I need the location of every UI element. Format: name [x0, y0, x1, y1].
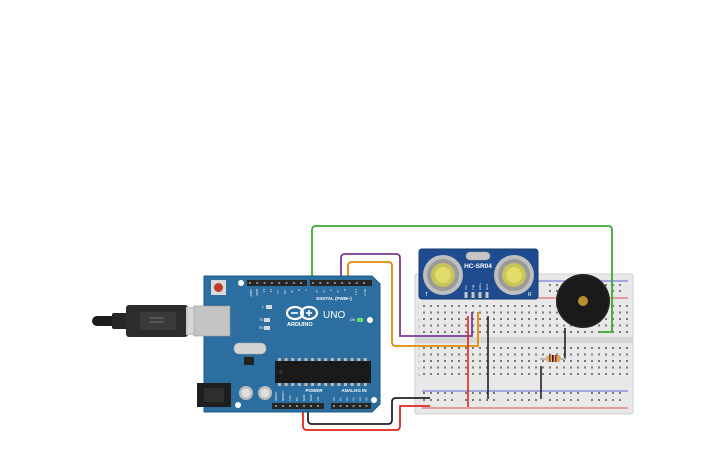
sensor-model-label: HC-SR04 [464, 263, 492, 270]
arduino-uno-board[interactable]: TX RX L ON ARDUINO UNO DIGITAL (PWM~) PO… [193, 275, 381, 413]
power-pin-label: Vin [316, 396, 320, 401]
rx-label: RX [259, 326, 265, 330]
l-led-label: L [262, 305, 264, 309]
wire-black-ground[interactable] [307, 397, 430, 425]
digital-pin-label: 13 [262, 289, 266, 293]
sensor-pin-label: Trig [471, 285, 475, 290]
transmitter-icon [423, 255, 463, 295]
digital-pin-label: TX 1 [354, 289, 358, 296]
digital-header-right[interactable] [310, 280, 372, 286]
wire-orange[interactable] [347, 261, 479, 347]
row-letter: e [418, 347, 420, 351]
sensor-pin[interactable] [478, 292, 482, 298]
gnd-label: GND [255, 289, 259, 297]
power-pin-label: IOREF [274, 392, 278, 401]
digital-pin-label: ~3 [336, 289, 340, 293]
sensor-pin[interactable] [464, 292, 468, 298]
analog-header-label: ANALOG IN [341, 388, 366, 393]
analog-pin-label: A4 [358, 397, 362, 401]
digital-pin-label: 4 [329, 289, 333, 291]
power-pin-label: GND [309, 394, 313, 402]
digital-pin-label: ~11 [276, 289, 280, 294]
power-pin-label: 3.3V [288, 395, 292, 401]
wire-green[interactable] [311, 225, 613, 333]
row-letter: j [417, 305, 419, 309]
receiver-icon [494, 255, 534, 295]
digital-pin-label: ~9 [290, 289, 294, 293]
sensor-pin-label: Vcc [464, 284, 468, 290]
digital-pin-label: 2 [343, 289, 347, 291]
power-pin-label: 5V [295, 397, 299, 401]
power-header-label: POWER [305, 388, 323, 393]
row-letter: c [418, 360, 420, 364]
digital-pin-label: 7 [304, 289, 308, 291]
on-led-label: ON [350, 318, 356, 322]
digital-header-left[interactable] [247, 280, 307, 286]
reset-button[interactable] [211, 280, 226, 295]
row-letter: h [418, 318, 420, 322]
model-label: UNO [323, 310, 345, 321]
sensor-pin-label: Echo [478, 283, 482, 290]
digital-header-label: DIGITAL (PWM~) [316, 296, 352, 301]
sensor-right-marker: R [528, 292, 532, 298]
digital-pin-label: 8 [297, 289, 301, 291]
arduino-logo-icon [285, 305, 319, 321]
sensor-pin-label: Gnd [485, 284, 489, 290]
sensor-pin[interactable] [485, 292, 489, 298]
row-letter: f [418, 331, 419, 335]
analog-pin-label: A2 [345, 397, 349, 401]
digital-pin-label: ~6 [315, 289, 319, 293]
row-letter: g [418, 325, 420, 329]
piezo-buzzer[interactable] [556, 274, 610, 328]
power-pin-label: GND [302, 394, 306, 402]
analog-pin-label: A1 [339, 397, 343, 401]
analog-pin-label: A0 [332, 397, 336, 401]
resistor[interactable] [540, 355, 566, 362]
sensor-left-marker: T [425, 292, 428, 298]
digital-pin-label: 12 [269, 289, 273, 293]
analog-header[interactable] [331, 403, 371, 409]
digital-pin-label: ~10 [283, 289, 287, 294]
power-jack[interactable] [197, 383, 231, 407]
row-letter: i [418, 312, 419, 316]
atmega-chip [275, 358, 371, 386]
digital-pin-label: ~5 [322, 289, 326, 293]
row-letter: b [418, 367, 420, 371]
power-pin-label: RESET [281, 391, 285, 401]
analog-pin-label: A3 [352, 397, 356, 401]
row-letter: a [418, 373, 420, 377]
row-letter: d [418, 354, 420, 358]
analog-pin-label: A5 [365, 397, 369, 401]
wire-purple[interactable] [340, 253, 473, 337]
digital-pin-label: RX 0 [363, 289, 367, 296]
brand-label: ARDUINO [287, 322, 313, 328]
sensor-pin[interactable] [471, 292, 475, 298]
wire-black-vertical[interactable] [487, 316, 566, 399]
tx-label: TX [259, 318, 264, 322]
aref-label: AREF [249, 289, 253, 297]
wire-red-ground[interactable] [302, 405, 430, 431]
